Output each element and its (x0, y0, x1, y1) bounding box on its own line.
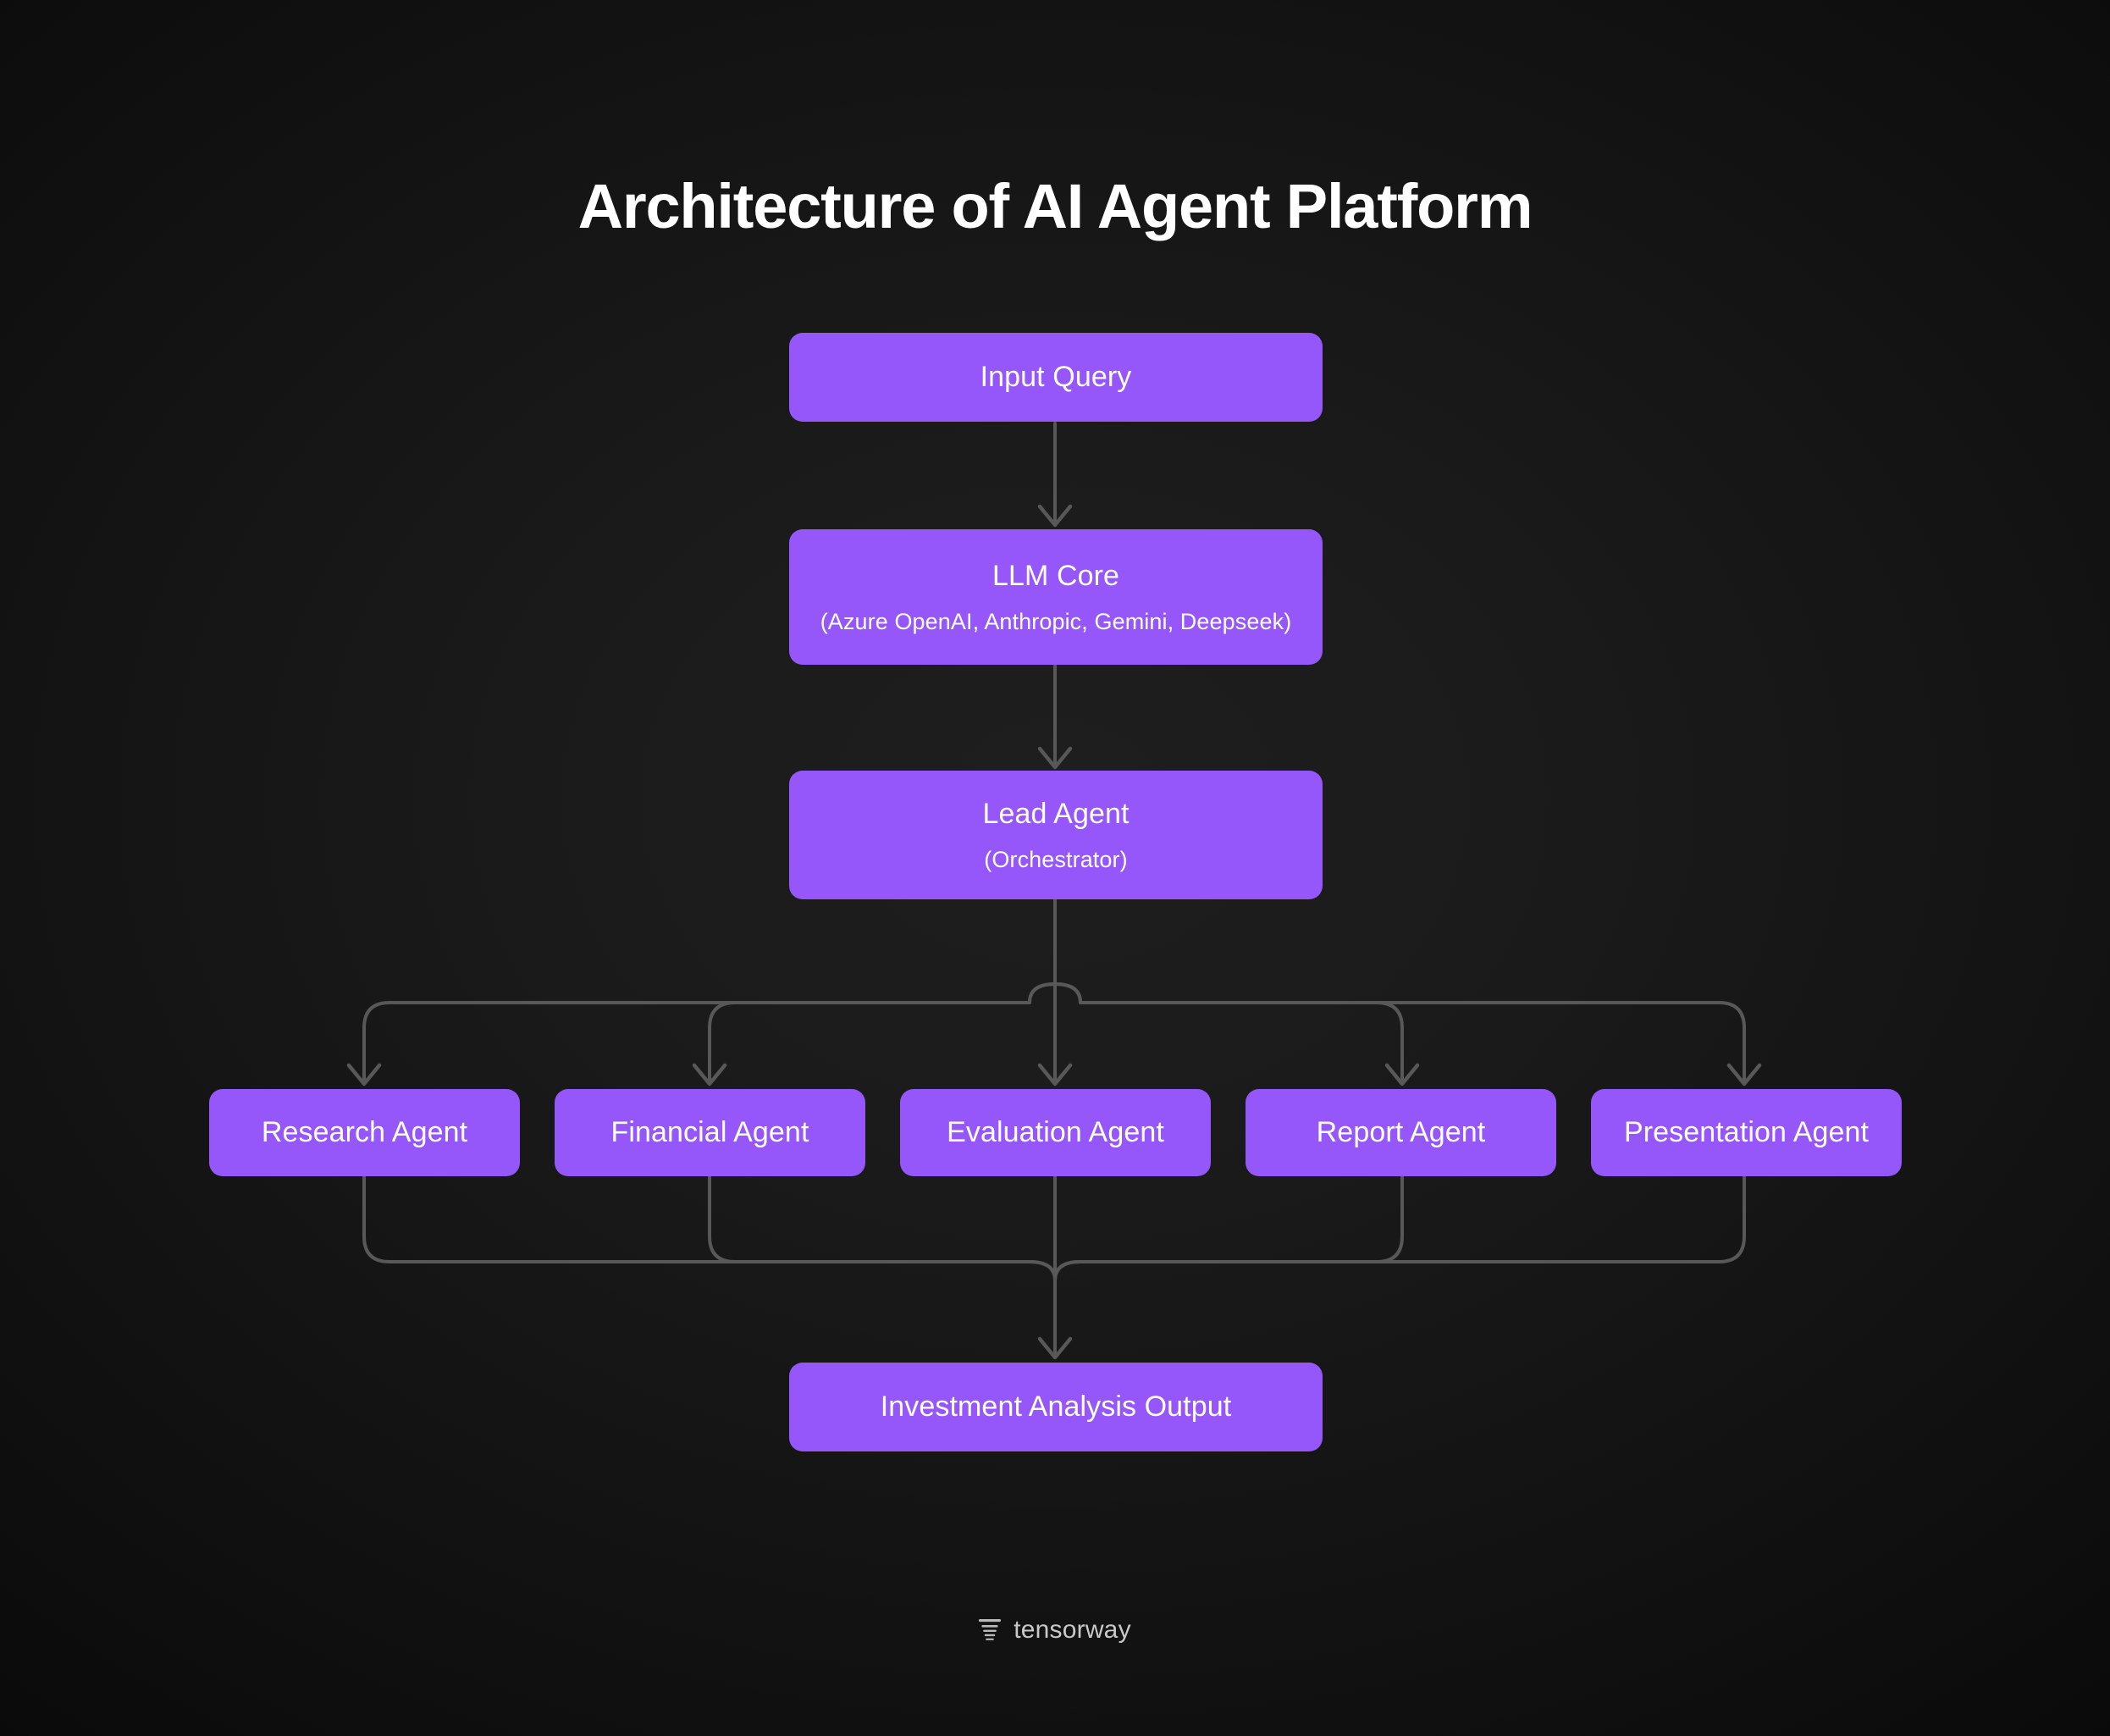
node-investment-analysis-output[interactable]: Investment Analysis Output (789, 1363, 1323, 1451)
edge-research-to-output (362, 1175, 1057, 1357)
arrowhead-lead (1037, 746, 1073, 770)
edge-lead-to-financial (708, 982, 1057, 1083)
node-input-query-label: Input Query (980, 361, 1132, 394)
node-lead-agent[interactable]: Lead Agent (Orchestrator) (789, 771, 1323, 899)
node-evaluation-agent[interactable]: Evaluation Agent (900, 1089, 1211, 1176)
edge-lead-to-report (1053, 982, 1404, 1083)
node-presentation-agent[interactable]: Presentation Agent (1591, 1089, 1902, 1176)
edge-lead-to-research (362, 982, 1057, 1083)
node-lead-agent-subtitle: (Orchestrator) (984, 846, 1128, 872)
node-presentation-agent-label: Presentation Agent (1623, 1116, 1870, 1149)
arrowhead-financial (692, 1063, 727, 1086)
brand-name: tensorway (1014, 1616, 1131, 1644)
page-title: Architecture of AI Agent Platform (577, 171, 1533, 241)
edge-financial-to-output (708, 1175, 1057, 1282)
arrowhead-output (1037, 1336, 1073, 1360)
node-investment-analysis-output-label: Investment Analysis Output (880, 1390, 1232, 1424)
node-report-agent-label: Report Agent (1316, 1116, 1486, 1149)
brand-footer: tensorway (0, 1616, 2110, 1645)
arrowhead-presentation (1726, 1063, 1762, 1086)
edge-report-to-output (1053, 1175, 1404, 1282)
node-input-query[interactable]: Input Query (789, 333, 1323, 422)
node-evaluation-agent-label: Evaluation Agent (947, 1116, 1164, 1149)
node-llm-core[interactable]: LLM Core (Azure OpenAI, Anthropic, Gemin… (789, 529, 1323, 665)
node-lead-agent-label: Lead Agent (982, 797, 1130, 830)
arrowhead-report (1384, 1063, 1420, 1086)
edge-lead-to-presentation (1053, 982, 1746, 1083)
arrowhead-research (346, 1063, 382, 1086)
node-llm-core-subtitle: (Azure OpenAI, Anthropic, Gemini, Deepse… (820, 608, 1292, 634)
node-report-agent[interactable]: Report Agent (1246, 1089, 1556, 1176)
tensorway-logo-icon (979, 1619, 1002, 1640)
node-financial-agent-label: Financial Agent (610, 1116, 809, 1149)
edge-presentation-to-output (1053, 1175, 1746, 1282)
node-financial-agent[interactable]: Financial Agent (555, 1089, 865, 1176)
node-research-agent[interactable]: Research Agent (209, 1089, 520, 1176)
node-llm-core-label: LLM Core (991, 559, 1120, 592)
arrowhead-evaluation (1037, 1063, 1073, 1086)
node-research-agent-label: Research Agent (261, 1116, 468, 1149)
arrowhead-llm (1037, 504, 1073, 528)
